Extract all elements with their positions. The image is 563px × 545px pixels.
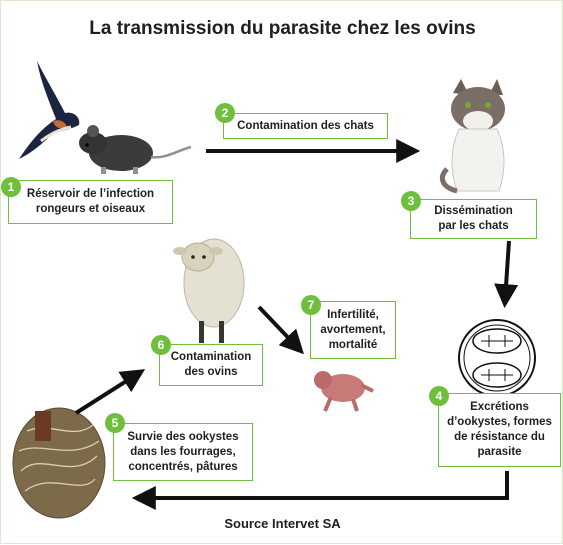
cat-icon xyxy=(439,79,505,194)
step-6-box: Contamination des ovins xyxy=(159,344,263,386)
swallow-icon xyxy=(19,61,80,159)
step-3-line-2: par les chats xyxy=(438,220,509,232)
sheep-icon xyxy=(173,238,245,343)
step-1-badge: 1 xyxy=(1,177,21,197)
lamb-fetus-icon xyxy=(314,371,374,412)
step-7-badge: 7 xyxy=(301,295,321,315)
step-2-badge: 2 xyxy=(215,103,235,123)
source-caption: Source Intervet SA xyxy=(224,516,341,531)
step-1-line-1: Réservoir de l’infection xyxy=(26,188,155,200)
step-4-line-4: parasite xyxy=(477,446,522,458)
oocyst-icon xyxy=(458,319,536,397)
step-4-line-1: Excrétions xyxy=(470,401,529,413)
step-3-badge: 3 xyxy=(401,191,421,211)
step-3-line-1: Dissémination xyxy=(434,205,513,217)
arrow-sheep-to-outcome xyxy=(257,305,304,355)
step-4-line-3: de résistance du xyxy=(454,431,545,443)
step-3-box: Dissémination par les chats xyxy=(410,199,537,239)
hay-icon xyxy=(12,407,106,519)
step-6-line-1: Contamination xyxy=(170,351,252,363)
step-7-box: Infertilité, avortement, mortalité xyxy=(310,301,396,359)
step-4-line-2: d’ookystes, formes xyxy=(447,416,552,428)
step-4-badge: 4 xyxy=(429,386,449,406)
arrow-hay-to-sheep xyxy=(74,369,146,415)
step-2-box: Contamination des chats xyxy=(223,113,388,139)
step-6-badge: 6 xyxy=(151,335,171,355)
step-4-box: Excrétions d’ookystes, formes de résista… xyxy=(438,393,561,467)
step-1-box: Réservoir de l’infection rongeurs et ois… xyxy=(8,180,173,224)
step-2-line-1: Contamination des chats xyxy=(237,119,374,132)
step-5-line-1: Survie des ookystes xyxy=(127,430,239,443)
diagram-title: La transmission du parasite chez les ovi… xyxy=(89,18,476,39)
step-7-line-3: mortalité xyxy=(328,338,378,351)
step-5-line-2: dans les fourrages, xyxy=(130,445,236,458)
step-5-box: Survie des ookystes dans les fourrages, … xyxy=(113,423,253,481)
step-1-line-2: rongeurs et oiseaux xyxy=(35,203,146,215)
arrow-cats-to-oocysts xyxy=(494,240,519,309)
step-7-line-2: avortement, xyxy=(320,323,386,336)
step-7-line-1: Infertilité, xyxy=(327,308,379,321)
arrow-oocysts-to-hay xyxy=(131,471,509,510)
step-5-badge: 5 xyxy=(105,413,125,433)
step-5-line-3: concentrés, pâtures xyxy=(128,460,238,473)
rat-icon xyxy=(79,125,192,174)
step-6-line-2: des ovins xyxy=(184,366,238,378)
